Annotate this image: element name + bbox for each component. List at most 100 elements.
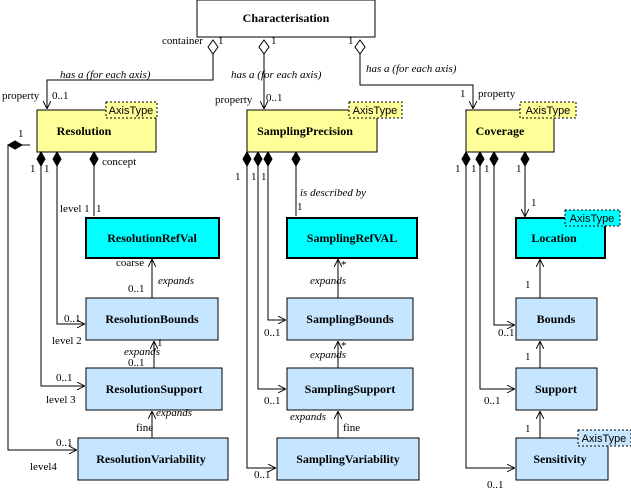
aggregation-characterisation-resolution bbox=[47, 39, 219, 108]
class-sampling-variability: SamplingVariability bbox=[276, 437, 420, 481]
class-support: Support bbox=[515, 367, 598, 411]
role-property: property bbox=[478, 88, 516, 100]
assoc-is-described-by: is described by bbox=[300, 187, 366, 199]
class-coverage: Coverage AxisType bbox=[465, 101, 577, 153]
stereotype-axistype: AxisType bbox=[109, 105, 154, 117]
stereotype-box bbox=[519, 101, 577, 119]
assoc-has-a-sampling: has a (for each axis) bbox=[231, 69, 322, 81]
class-location: Location AxisType bbox=[515, 209, 621, 259]
class-sampling-variability-label: SamplingVariability bbox=[296, 452, 400, 466]
mult-1: 1 bbox=[348, 35, 354, 47]
composition-coverage-sensitivity bbox=[461, 150, 514, 468]
mult-many: * bbox=[341, 259, 347, 271]
mult-1: 1 bbox=[96, 203, 102, 215]
mult-1: 1 bbox=[271, 35, 277, 47]
mult-0-1: 0..1 bbox=[56, 372, 73, 384]
stereotype-axistype: AxisType bbox=[526, 105, 571, 117]
assoc-expands: expands bbox=[124, 346, 160, 358]
role-level1: level 1 bbox=[60, 203, 90, 215]
class-bounds-label: Bounds bbox=[537, 312, 576, 326]
class-resolution-support-label: ResolutionSupport bbox=[106, 382, 203, 396]
composition-sampling-bounds bbox=[263, 150, 285, 320]
mult-0-1: 0..1 bbox=[498, 327, 515, 339]
assoc-expands: expands bbox=[310, 275, 346, 287]
class-resolution-bounds: ResolutionBounds bbox=[85, 297, 219, 341]
role-property: property bbox=[215, 94, 253, 106]
mult-1: 1 bbox=[525, 351, 531, 363]
mult-0-1: 0..1 bbox=[64, 313, 81, 325]
aggregation-characterisation-coverage bbox=[354, 39, 473, 108]
mult-0-1: 0..1 bbox=[264, 395, 281, 407]
stereotype-box bbox=[564, 209, 621, 227]
class-sampling-support: SamplingSupport bbox=[286, 367, 414, 411]
class-sensitivity: Sensitivity AxisType bbox=[515, 429, 631, 481]
mult-1: 1 bbox=[30, 163, 36, 175]
class-characterisation: Characterisation bbox=[196, 0, 376, 38]
class-sampling-precision-label: SamplingPrecision bbox=[257, 124, 353, 138]
class-resolution-support: ResolutionSupport bbox=[85, 367, 223, 411]
class-sampling-ref-val-label: SamplingRefVAL bbox=[307, 231, 397, 245]
class-sampling-bounds-label: SamplingBounds bbox=[306, 312, 394, 326]
stereotype-box bbox=[577, 429, 631, 447]
stereotype-box bbox=[105, 101, 158, 119]
mult-0-1: 0..1 bbox=[128, 283, 145, 295]
mult-1: 1 bbox=[218, 35, 224, 47]
assoc-expands: expands bbox=[290, 411, 326, 423]
mult-0-1: 0..1 bbox=[487, 479, 504, 491]
stereotype-axistype: AxisType bbox=[353, 105, 398, 117]
class-bounds: Bounds bbox=[515, 297, 598, 341]
mult-1: 1 bbox=[525, 423, 531, 435]
mult-1: 1 bbox=[251, 171, 257, 183]
role-fine: fine bbox=[136, 422, 153, 434]
mult-0-1: 0..1 bbox=[254, 469, 271, 481]
class-resolution-variability-label: ResolutionVariability bbox=[96, 452, 206, 466]
composition-resolution-bounds bbox=[52, 150, 84, 324]
mult-1: 1 bbox=[455, 163, 461, 175]
composition-sampling-refval bbox=[291, 150, 301, 216]
class-sensitivity-label: Sensitivity bbox=[533, 452, 586, 466]
role-concept: concept bbox=[102, 156, 136, 168]
composition-resolution-refval bbox=[89, 150, 99, 216]
mult-0-1: 0..1 bbox=[52, 90, 69, 102]
class-resolution-bounds-label: ResolutionBounds bbox=[105, 312, 199, 326]
stereotype-axistype: AxisType bbox=[570, 213, 615, 225]
class-sampling-bounds: SamplingBounds bbox=[286, 297, 414, 341]
composition-sampling-variability bbox=[242, 150, 275, 468]
mult-1: 1 bbox=[297, 201, 303, 213]
stereotype-box bbox=[348, 101, 403, 119]
class-resolution-ref-val-label: ResolutionRefVal bbox=[107, 231, 197, 245]
class-sampling-precision: SamplingPrecision AxisType bbox=[246, 101, 403, 153]
class-characterisation-label: Characterisation bbox=[243, 11, 330, 25]
mult-1: 1 bbox=[157, 337, 163, 349]
mult-1: 1 bbox=[44, 163, 50, 175]
mult-1: 1 bbox=[261, 171, 267, 183]
mult-0-1: 0..1 bbox=[128, 357, 145, 369]
aggregation-characterisation-sampling bbox=[258, 39, 270, 108]
class-sampling-ref-val: SamplingRefVAL bbox=[286, 217, 418, 259]
mult-many: * bbox=[341, 340, 347, 352]
assoc-has-a-coverage: has a (for each axis) bbox=[366, 63, 457, 75]
assoc-expands: expands bbox=[156, 407, 192, 419]
mult-0-1: 0..1 bbox=[484, 395, 501, 407]
class-location-label: Location bbox=[531, 231, 577, 245]
mult-0-1: 0..1 bbox=[264, 327, 281, 339]
mult-0-1: 0..1 bbox=[266, 92, 283, 104]
class-resolution: Resolution AxisType bbox=[36, 101, 158, 153]
class-support-label: Support bbox=[535, 382, 577, 396]
role-level2: level 2 bbox=[52, 335, 82, 347]
assoc-has-a-resolution: has a (for each axis) bbox=[60, 69, 151, 81]
class-sampling-support-label: SamplingSupport bbox=[305, 382, 396, 396]
composition-resolution-variability bbox=[6, 140, 76, 450]
role-coarse: coarse bbox=[116, 257, 144, 269]
mult-1: 1 bbox=[516, 163, 522, 175]
composition-coverage-location bbox=[520, 150, 530, 216]
mult-1: 1 bbox=[525, 279, 531, 291]
role-level4: level4 bbox=[30, 461, 57, 473]
class-resolution-ref-val: ResolutionRefVal bbox=[85, 217, 220, 259]
mult-1: 1 bbox=[471, 163, 477, 175]
composition-resolution-support bbox=[36, 150, 84, 386]
mult-1: 1 bbox=[484, 163, 490, 175]
mult-1: 1 bbox=[460, 88, 466, 100]
